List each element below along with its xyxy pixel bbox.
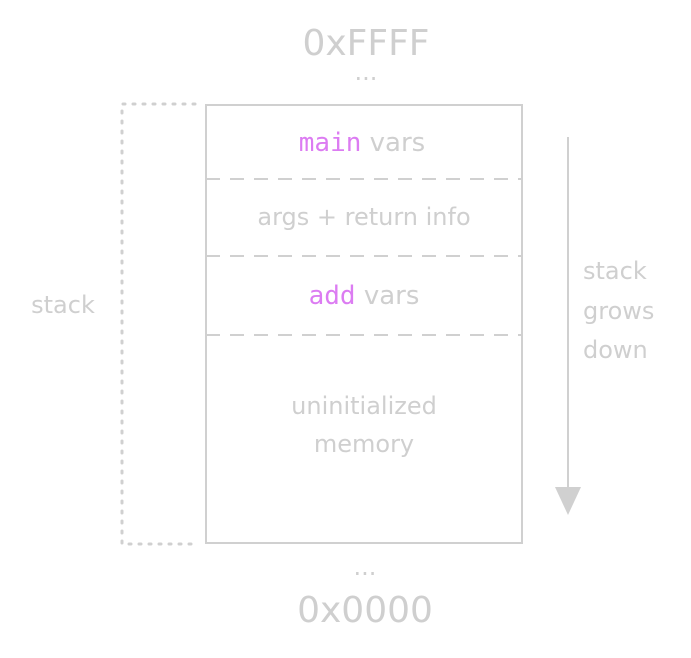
stack-bracket xyxy=(120,102,197,546)
direction-line-1: stack xyxy=(583,257,647,285)
memory-label: memory xyxy=(314,430,414,458)
arrow-down-icon xyxy=(555,487,581,515)
top-address: 0xFFFF xyxy=(302,23,429,64)
args-return-label: args + return info xyxy=(257,203,470,231)
stack-box xyxy=(205,104,523,544)
direction-line-3: down xyxy=(583,336,648,364)
bottom-ellipsis: ... xyxy=(354,553,377,581)
top-ellipsis: ... xyxy=(355,58,378,86)
bottom-address: 0x0000 xyxy=(297,590,433,631)
stack-side-label: stack xyxy=(31,291,95,319)
uninitialized-label: uninitialized xyxy=(291,392,437,420)
main-vars-label: main vars xyxy=(299,128,425,158)
add-vars-label: add vars xyxy=(309,281,420,311)
direction-line-2: grows xyxy=(583,297,654,325)
